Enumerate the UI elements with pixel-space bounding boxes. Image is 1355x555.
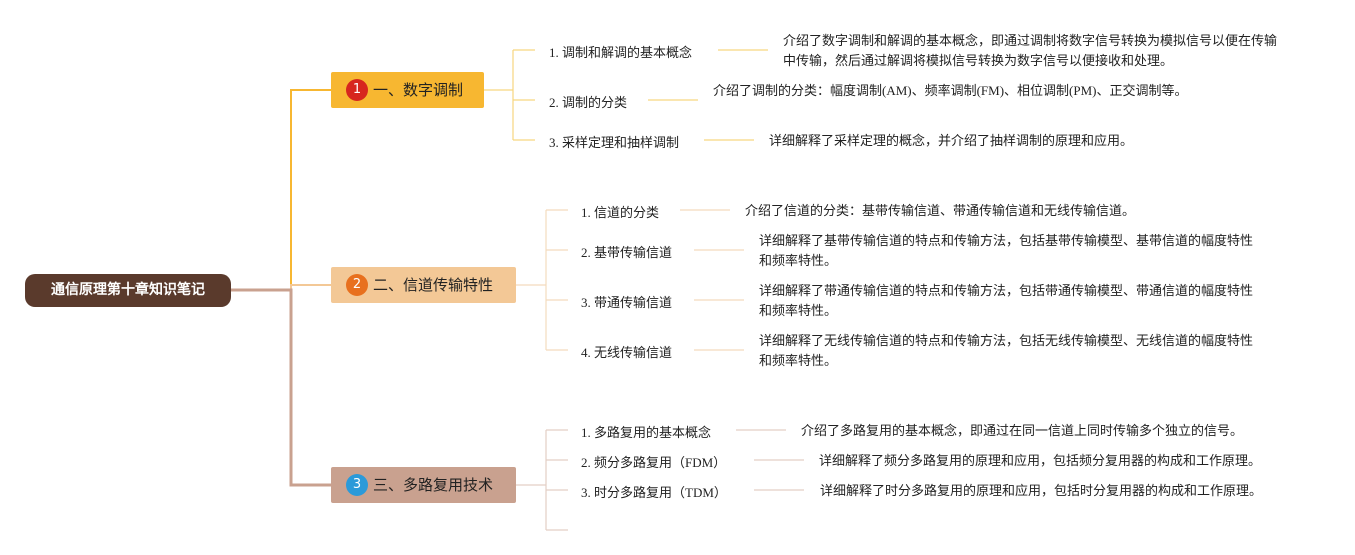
topic-description: 详细解释了带通传输信道的特点和传输方法，包括带通传输模型、带通信道的幅度特性和频… [759, 283, 1254, 318]
branch-label: 二、信道传输特性 [373, 276, 494, 294]
topic-node[interactable]: 1. 多路复用的基本概念 [581, 425, 712, 440]
branch-multiplexing[interactable]: 3 三、多路复用技术 [331, 467, 516, 503]
link-branch-3-topics [516, 429, 568, 531]
branch-channel-characteristics[interactable]: 2 二、信道传输特性 [331, 267, 516, 303]
number-badge-icon: 3 [346, 474, 368, 496]
topic-node[interactable]: 4. 无线传输信道 [581, 345, 673, 360]
branch-label: 三、多路复用技术 [373, 476, 494, 494]
link-branch-2-topics [516, 209, 568, 351]
branch-label: 一、数字调制 [373, 81, 464, 99]
topic-node[interactable]: 1. 调制和解调的基本概念 [549, 45, 693, 60]
number-badge-icon: 2 [346, 274, 368, 296]
topic-description: 介绍了多路复用的基本概念，即通过在同一信道上同时传输多个独立的信号。 [801, 423, 1244, 438]
branch-digital-modulation[interactable]: 1 一、数字调制 [331, 72, 484, 108]
link-root-branch-3 [231, 288, 331, 487]
topic-description: 介绍了信道的分类：基带传输信道、带通传输信道和无线传输信道。 [745, 203, 1136, 218]
topic-description: 介绍了调制的分类：幅度调制(AM)、频率调制(FM)、相位调制(PM)、正交调制… [713, 83, 1188, 98]
link-root-branch-1 [231, 89, 331, 291]
topic-description: 介绍了数字调制和解调的基本概念，即通过调制将数字信号转换为模拟信号以便在传输中传… [783, 33, 1278, 68]
topic-node[interactable]: 3. 带通传输信道 [581, 295, 673, 310]
root-node[interactable]: 通信原理第十章知识笔记 [25, 274, 231, 307]
topic-node[interactable]: 3. 时分多路复用（TDM） [581, 485, 727, 500]
topic-node[interactable]: 2. 频分多路复用（FDM） [581, 455, 727, 470]
topic-description: 详细解释了无线传输信道的特点和传输方法，包括无线传输模型、无线信道的幅度特性和频… [759, 333, 1254, 368]
topic-description: 详细解释了时分多路复用的原理和应用，包括时分复用器的构成和工作原理。 [820, 483, 1263, 498]
link-branch-1-topics [484, 49, 535, 141]
topic-node[interactable]: 2. 调制的分类 [549, 95, 628, 110]
topic-node[interactable]: 3. 采样定理和抽样调制 [549, 135, 680, 150]
topic-node[interactable]: 1. 信道的分类 [581, 205, 660, 220]
topic-node[interactable]: 2. 基带传输信道 [581, 245, 673, 260]
topic-description: 详细解释了基带传输信道的特点和传输方法，包括基带传输模型、基带信道的幅度特性和频… [759, 233, 1254, 268]
number-badge-icon: 1 [346, 79, 368, 101]
topic-description: 详细解释了采样定理的概念，并介绍了抽样调制的原理和应用。 [769, 133, 1134, 148]
topic-description: 详细解释了频分多路复用的原理和应用，包括频分复用器的构成和工作原理。 [819, 453, 1262, 468]
